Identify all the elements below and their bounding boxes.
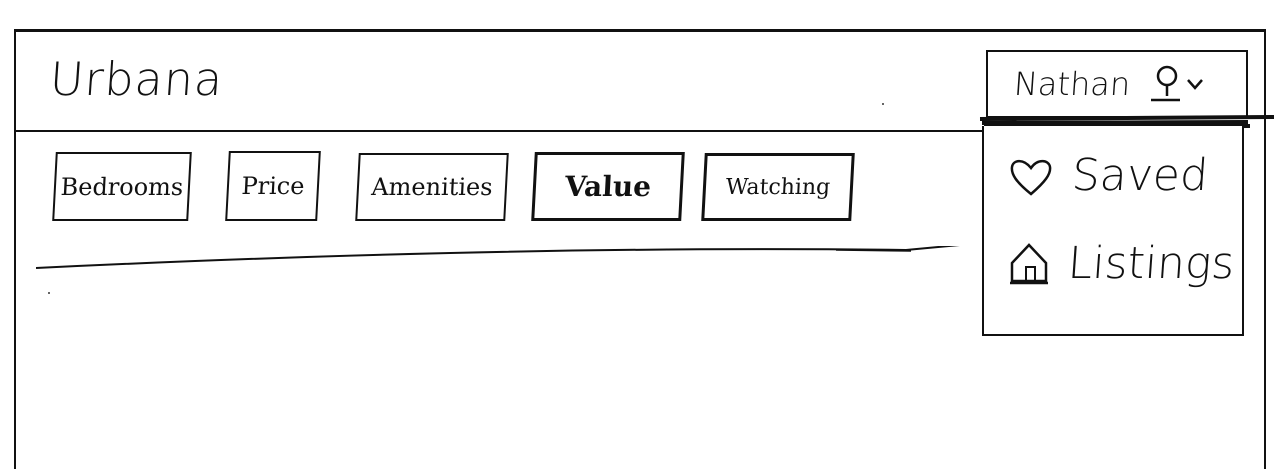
sketch-mark [882, 103, 884, 105]
content-divider [36, 246, 960, 269]
user-name: Nathan [1012, 65, 1132, 103]
user-icon [1151, 65, 1181, 102]
app-window [14, 29, 1266, 469]
header-divider [14, 130, 984, 132]
menu-item-saved[interactable]: Saved [1008, 150, 1210, 201]
app-title: Urbana [48, 52, 226, 106]
chevron-down-icon [1187, 79, 1204, 90]
house-icon [1010, 242, 1048, 284]
heart-icon [1010, 159, 1052, 196]
filter-bedrooms-button[interactable]: Bedrooms [52, 152, 192, 221]
filter-watching-button[interactable]: Watching [701, 153, 855, 221]
filter-value-button[interactable]: Value [531, 152, 685, 221]
user-icon-group [1148, 62, 1204, 106]
menu-item-listings[interactable]: Listings [1008, 238, 1237, 289]
filter-price-button[interactable]: Price [225, 151, 321, 221]
menu-item-listings-label: Listings [1066, 238, 1237, 289]
user-menu-button[interactable]: Nathan [986, 50, 1248, 118]
user-dropdown-menu: Saved Listings [982, 126, 1244, 336]
menu-item-saved-label: Saved [1070, 150, 1210, 201]
filter-amenities-button[interactable]: Amenities [355, 153, 509, 221]
sketch-mark [48, 292, 50, 294]
